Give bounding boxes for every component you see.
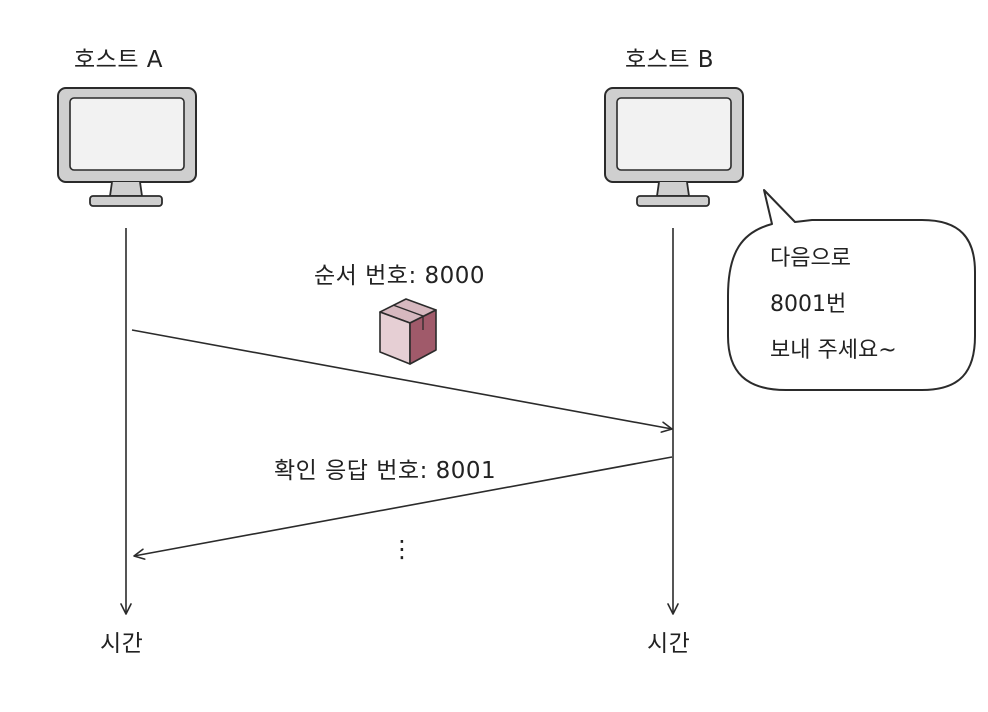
sequence-number-label: 순서 번호: 8000 [314,263,486,289]
host-a-time-label: 시간 [100,631,144,657]
host-a-monitor-icon [57,87,197,207]
speech-bubble-line: 8001번 [770,292,847,317]
speech-bubble-shape [727,189,976,391]
ack-arrow [133,456,673,560]
host-a-label: 호스트 A [74,47,164,73]
speech-bubble-line: 보내 주세요~ [770,338,897,363]
packet-box-icon [379,298,437,365]
host-b-time-label: 시간 [647,631,691,657]
speech-bubble-text: 다음으로 8001번 보내 주세요~ [770,236,897,374]
speech-bubble-line: 다음으로 [770,246,851,271]
host-b-label: 호스트 B [625,47,715,73]
host-b-monitor-icon [604,87,744,207]
segment-arrow [131,329,673,433]
continuation-dots: ⋮ [390,535,414,563]
ack-number-label: 확인 응답 번호: 8001 [274,458,497,484]
